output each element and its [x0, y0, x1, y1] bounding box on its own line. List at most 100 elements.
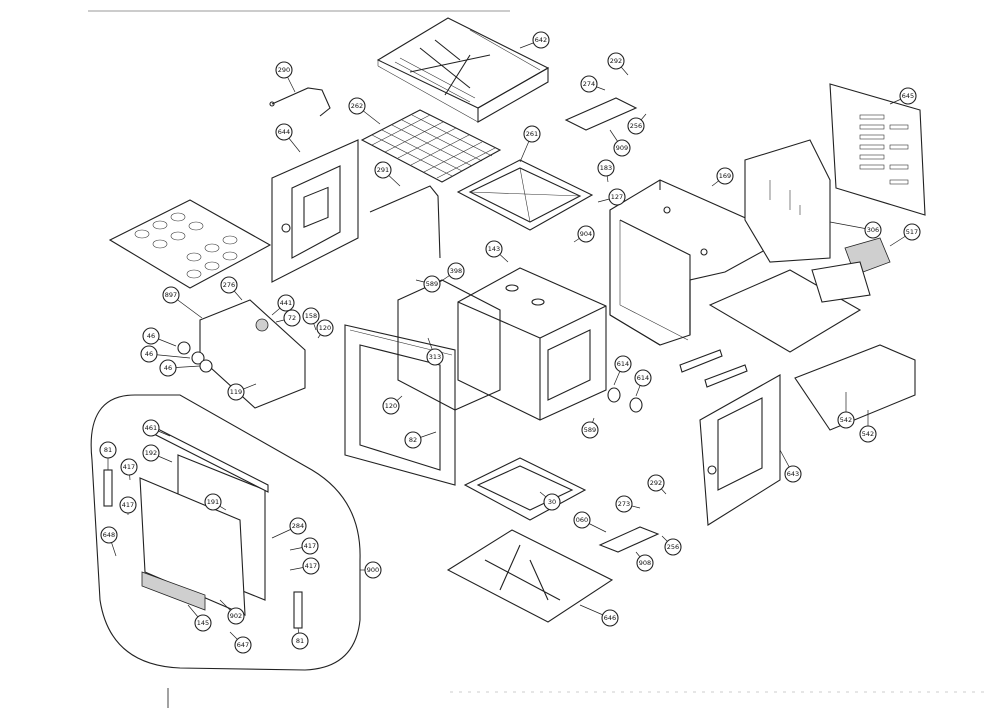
part-oven-cavity: [457, 267, 607, 421]
callout-circle: [140, 345, 158, 363]
part-rod-291: [369, 185, 441, 259]
callout-circle: [220, 276, 238, 294]
callout-circle: [581, 421, 599, 439]
part-perforated-plate: [108, 199, 272, 289]
callout-30: 30: [539, 491, 561, 511]
callout-label: 900: [367, 566, 379, 574]
callout-120: 120: [382, 395, 403, 415]
callout-169: 169: [711, 167, 734, 187]
callout-label: 46: [164, 364, 172, 372]
callout-circle: [601, 609, 619, 627]
callout-label: 417: [305, 562, 317, 570]
part-left-side-panel: [271, 139, 359, 283]
callout-label: 158: [305, 312, 317, 320]
callout-label: 290: [278, 66, 290, 74]
callout-circle: [607, 52, 625, 70]
callout-label: 417: [123, 463, 135, 471]
callout-label: 614: [617, 360, 629, 368]
callout-circle: [404, 431, 422, 449]
callout-label: 30: [548, 498, 556, 506]
callout-circle: [301, 537, 319, 555]
callout-label: 897: [165, 291, 177, 299]
callout-label: 262: [351, 102, 363, 110]
callout-circle: [100, 526, 118, 544]
callout-902: 902: [219, 599, 245, 625]
callout-label: 261: [526, 130, 538, 138]
callout-circle: [374, 161, 392, 179]
part-knobs: [177, 341, 213, 373]
callout-119: 119: [227, 383, 257, 401]
callout-label: 306: [867, 226, 879, 234]
callout-circle: [289, 517, 307, 535]
callout-label: 120: [319, 324, 331, 332]
part-back-panel: [829, 83, 926, 216]
part-rails: [607, 349, 748, 413]
part-right-side-panel: [699, 374, 781, 526]
callout-circle: [283, 309, 301, 327]
callout-256: 256: [627, 113, 647, 135]
callout-542: 542: [837, 392, 855, 429]
callout-191: 191: [204, 493, 227, 511]
callout-circle: [142, 419, 160, 437]
callout-label: 273: [618, 500, 630, 508]
callout-label: 643: [787, 470, 799, 478]
callout-label: 461: [145, 424, 157, 432]
callout-614: 614: [613, 355, 632, 386]
callout-label: 192: [145, 449, 157, 457]
callout-648: 648: [100, 526, 118, 557]
callout-143: 143: [485, 240, 509, 263]
callout-label: 145: [197, 619, 209, 627]
callout-label: 274: [583, 80, 595, 88]
callout-589: 589: [415, 275, 441, 293]
callout-72: 72: [275, 309, 301, 327]
callout-label: 417: [122, 501, 134, 509]
callout-label: 276: [223, 281, 235, 289]
callout-circle: [859, 425, 877, 443]
callout-label: 060: [576, 516, 588, 524]
callout-label: 398: [450, 267, 462, 275]
callout-circle: [613, 139, 631, 157]
part-bottom-x-panel: [446, 529, 614, 623]
callout-circle: [277, 294, 295, 312]
callout-label: 46: [145, 350, 153, 358]
callout-127: 127: [597, 188, 626, 206]
callout-label: 169: [719, 172, 731, 180]
callout-82: 82: [404, 431, 437, 449]
part-door-assembly: [103, 424, 303, 629]
callout-label: 120: [385, 402, 397, 410]
callout-145: 145: [187, 604, 212, 632]
callout-circle: [275, 123, 293, 141]
callout-label: 908: [639, 559, 651, 567]
callout-label: 542: [840, 416, 852, 424]
callout-290: 290: [275, 61, 296, 93]
callout-306: 306: [829, 221, 882, 239]
part-bottom-grid: [463, 457, 587, 521]
callout-274: 274: [580, 75, 606, 93]
callout-circle: [142, 444, 160, 462]
callout-183: 183: [597, 159, 615, 183]
callout-291: 291: [374, 161, 401, 187]
callout-circle: [227, 607, 245, 625]
callout-circle: [716, 167, 734, 185]
callout-circle: [523, 125, 541, 143]
callout-circle: [423, 275, 441, 293]
callout-46: 46: [140, 345, 191, 363]
callout-256: 256: [661, 535, 682, 556]
callout-label: 81: [296, 637, 304, 645]
callout-276: 276: [220, 276, 243, 301]
callout-262: 262: [348, 97, 381, 125]
callout-circle: [302, 557, 320, 575]
callout-label: 183: [600, 164, 612, 172]
callout-192: 192: [142, 444, 173, 463]
part-rod-290: [269, 87, 331, 117]
callout-circle: [577, 225, 595, 243]
callout-261: 261: [519, 125, 541, 163]
callout-circle: [364, 561, 382, 579]
callout-46: 46: [159, 359, 201, 377]
callout-897: 897: [162, 286, 203, 319]
callout-circle: [120, 458, 138, 476]
callout-circle: [426, 348, 444, 366]
callout-417: 417: [120, 458, 138, 481]
part-front-frame: [344, 324, 456, 486]
